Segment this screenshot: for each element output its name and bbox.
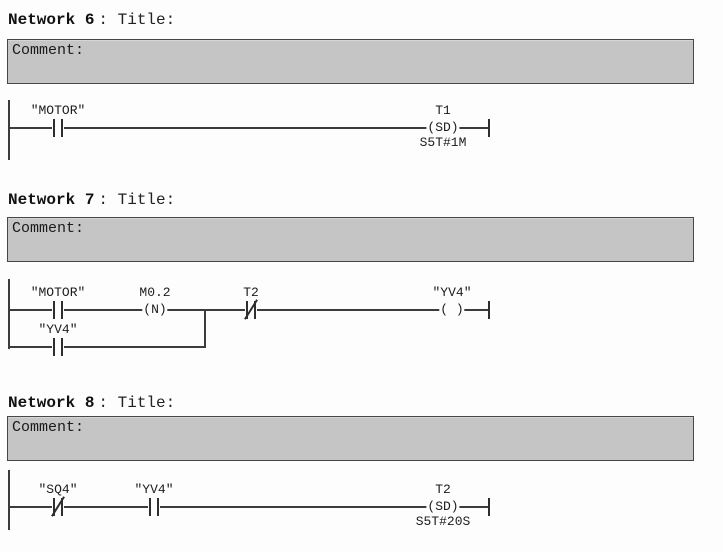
contact-bar xyxy=(149,498,151,516)
network-title[interactable]: : Title: xyxy=(98,191,176,209)
contact-bar xyxy=(61,301,63,319)
contact-gap xyxy=(52,346,64,348)
coil-yv4-output[interactable]: "YV4" ( ) xyxy=(420,286,484,334)
network-title[interactable]: : Title: xyxy=(98,11,176,29)
power-rail xyxy=(8,100,10,160)
network-name: Network 7 xyxy=(8,191,95,209)
contact-label: "MOTOR" xyxy=(30,103,86,118)
contact-gap xyxy=(52,127,64,129)
network-8-comment-box[interactable]: Comment: xyxy=(7,416,694,461)
comment-label: Comment: xyxy=(12,419,85,436)
contact-bar xyxy=(61,338,63,356)
rung-end-tick xyxy=(488,498,490,516)
coil-t1-sd[interactable]: T1 (SD) S5T#1M xyxy=(411,104,475,152)
network-title[interactable]: : Title: xyxy=(98,394,176,412)
power-rail xyxy=(8,279,10,349)
coil-param: S5T#20S xyxy=(415,514,471,529)
branch-junction-line xyxy=(204,309,206,348)
rung-line xyxy=(8,506,489,508)
contact-bar xyxy=(61,498,63,516)
coil-t2-sd[interactable]: T2 (SD) S5T#20S xyxy=(411,483,475,531)
contact-motor[interactable]: "MOTOR" xyxy=(26,286,90,334)
coil-symbol: (SD) xyxy=(426,499,460,514)
comment-label: Comment: xyxy=(12,220,85,237)
contact-gap xyxy=(148,506,160,508)
network-name: Network 6 xyxy=(8,11,95,29)
contact-label: T2 xyxy=(243,285,259,300)
network-7-comment-box[interactable]: Comment: xyxy=(7,217,694,262)
network-6-header[interactable]: Network 6: Title: xyxy=(8,12,175,29)
contact-label: "MOTOR" xyxy=(30,285,86,300)
coil-label: T2 xyxy=(435,482,451,497)
contact-motor[interactable]: "MOTOR" xyxy=(26,104,90,152)
coil-label: "YV4" xyxy=(432,285,472,300)
coil-label: T1 xyxy=(435,103,451,118)
coil-symbol: (SD) xyxy=(426,120,460,135)
contact-bar xyxy=(53,301,55,319)
contact-bar xyxy=(157,498,159,516)
contact-label: "SQ4" xyxy=(38,482,78,497)
contact-bar xyxy=(61,119,63,137)
network-6-comment-box[interactable]: Comment: xyxy=(7,39,694,84)
rung-line xyxy=(8,127,489,129)
rung-end-tick xyxy=(488,301,490,319)
edge-label: M0.2 xyxy=(139,285,171,300)
network-name: Network 8 xyxy=(8,394,95,412)
network-7-header[interactable]: Network 7: Title: xyxy=(8,192,175,209)
coil-symbol: ( ) xyxy=(439,302,465,317)
contact-bar xyxy=(246,301,248,319)
edge-coil-m0-2[interactable]: M0.2 (N) xyxy=(123,286,187,334)
power-rail xyxy=(8,470,10,530)
contact-gap xyxy=(52,309,64,311)
contact-bar xyxy=(53,119,55,137)
network-8-header[interactable]: Network 8: Title: xyxy=(8,395,175,412)
contact-bar xyxy=(254,301,256,319)
comment-label: Comment: xyxy=(12,42,85,59)
contact-sq4-nc[interactable]: "SQ4" xyxy=(26,483,90,531)
contact-t2-nc[interactable]: T2 xyxy=(219,286,283,334)
contact-yv4[interactable]: "YV4" xyxy=(122,483,186,531)
rung-end-tick xyxy=(488,119,490,137)
branch-line xyxy=(8,346,206,348)
coil-param: S5T#1M xyxy=(419,135,467,150)
contact-bar xyxy=(53,498,55,516)
branch-contact-yv4[interactable]: "YV4" xyxy=(26,323,90,371)
contact-label: "YV4" xyxy=(134,482,174,497)
contact-bar xyxy=(53,338,55,356)
contact-label: "YV4" xyxy=(38,322,78,337)
edge-symbol: (N) xyxy=(142,302,168,317)
